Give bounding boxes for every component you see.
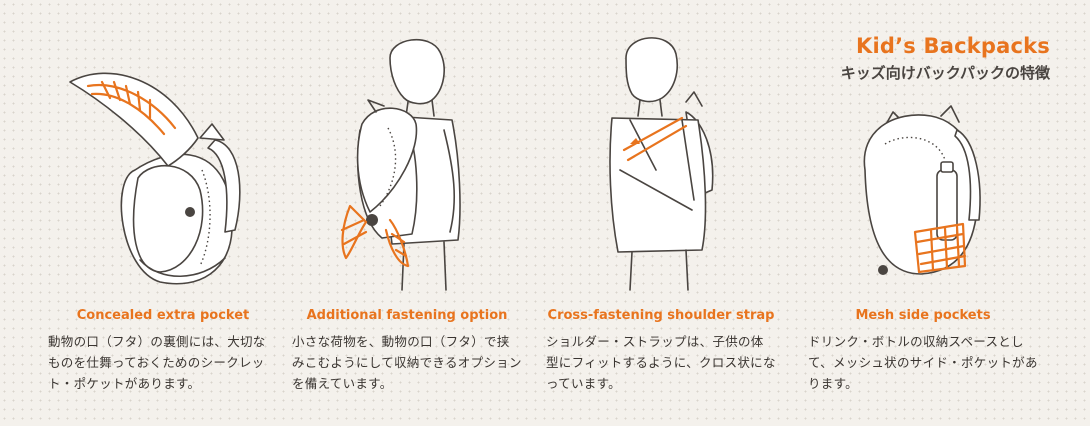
page-title: Kid’s Backpacks	[856, 34, 1050, 58]
child-backpack-side-illustration	[340, 38, 461, 291]
feature-fastening-option: Additional fastening option 小さな荷物を、動物の口（…	[292, 308, 522, 394]
feature-concealed-pocket: Concealed extra pocket 動物の口（フタ）の裏側には、大切な…	[48, 308, 278, 394]
feature-description: ショルダー・ストラップは、子供の体型にフィットするように、クロス状になっています…	[546, 334, 776, 391]
feature-mesh-pockets: Mesh side pockets ドリンク・ボトルの収納スペースとして、メッシ…	[808, 308, 1038, 394]
child-cross-strap-illustration	[609, 37, 714, 291]
feature-title: Mesh side pockets	[855, 308, 991, 323]
feature-title: Additional fastening option	[306, 308, 508, 323]
page-subtitle: キッズ向けバックパックの特徴	[840, 64, 1050, 82]
backpack-mesh-pocket-illustration	[863, 105, 981, 275]
feature-description: 小さな荷物を、動物の口（フタ）で挟みこむようにして収納できるオプションを備えてい…	[292, 334, 522, 391]
header: Kid’s Backpacks キッズ向けバックパックの特徴	[841, 34, 1050, 83]
feature-title: Concealed extra pocket	[76, 308, 250, 323]
feature-title: Cross-fastening shoulder strap	[547, 308, 775, 323]
feature-cross-strap: Cross-fastening shoulder strap ショルダー・ストラ…	[546, 308, 776, 394]
backpack-open-lid-illustration	[69, 72, 241, 285]
feature-description: ドリンク・ボトルの収納スペースとして、メッシュ状のサイド・ポケットがあります。	[808, 334, 1038, 391]
feature-description: 動物の口（フタ）の裏側には、大切なものを仕舞っておくためのシークレット・ポケット…	[48, 334, 266, 391]
